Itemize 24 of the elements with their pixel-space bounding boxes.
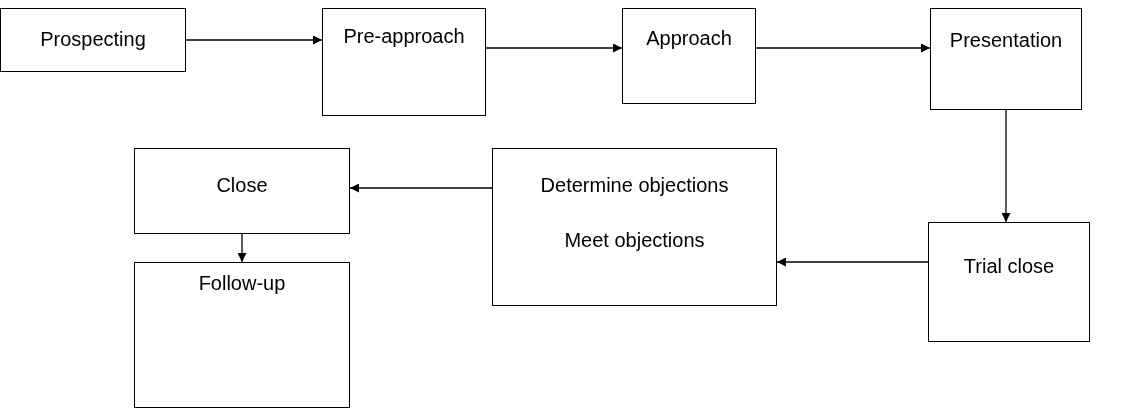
- step-label: Follow-up: [198, 272, 286, 295]
- arrow: [485, 43, 623, 53]
- arrow: [185, 35, 323, 45]
- arrow: [755, 43, 931, 53]
- step-label: Trial close: [963, 255, 1055, 278]
- arrow: [1001, 109, 1011, 223]
- step-label: Pre-approach: [343, 25, 465, 48]
- process-box: [134, 148, 350, 234]
- arrow: [776, 257, 929, 267]
- arrow: [237, 233, 247, 263]
- arrow: [349, 183, 493, 193]
- process-box: [492, 148, 777, 306]
- step-label: Presentation: [949, 29, 1063, 52]
- process-box: [322, 8, 486, 116]
- process-box: [0, 8, 186, 72]
- step-label: Determine objections: [540, 174, 729, 197]
- step-label: Approach: [646, 27, 732, 50]
- step-label: Prospecting: [40, 28, 146, 51]
- step-label: Close: [216, 174, 268, 197]
- process-box: [930, 8, 1082, 110]
- process-box: [134, 262, 350, 408]
- step-label: Meet objections: [564, 229, 705, 252]
- process-box: [622, 8, 756, 104]
- process-box: [928, 222, 1090, 342]
